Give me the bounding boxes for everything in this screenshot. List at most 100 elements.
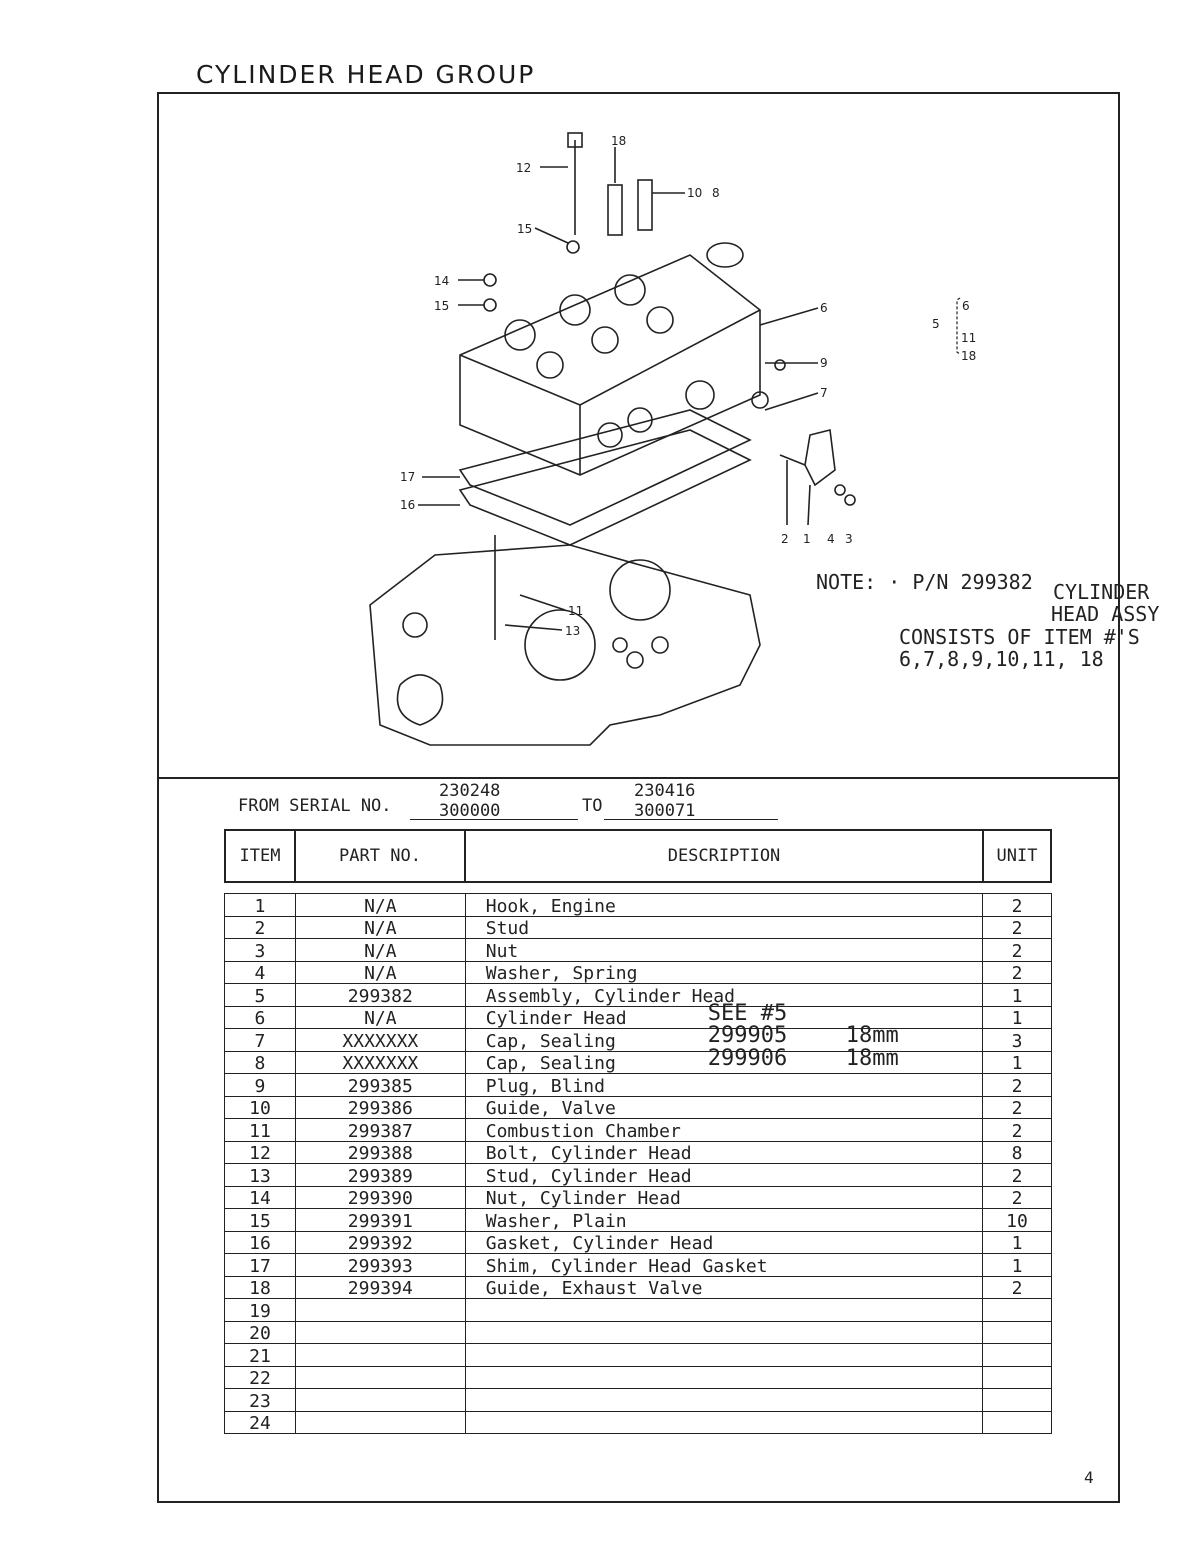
cell-unit: 2 bbox=[982, 915, 1052, 939]
cell-item: 23 bbox=[224, 1388, 296, 1412]
cell-part-no: 299386 bbox=[294, 1095, 466, 1119]
bracket-callout-6: 6 bbox=[962, 299, 970, 313]
cell-description-text: Plug, Blind bbox=[485, 1075, 605, 1097]
cell-unit-text: 2 bbox=[1011, 1120, 1023, 1142]
assembly-note-line4: 6,7,8,9,10,11, 18 bbox=[899, 647, 1104, 671]
serial-to-underline bbox=[604, 819, 778, 820]
cell-unit: 1 bbox=[982, 1230, 1052, 1254]
bracket-callout-5: 5 bbox=[932, 317, 940, 331]
cell-part-no: 299393 bbox=[294, 1253, 466, 1277]
cell-item-text: 6 bbox=[254, 1008, 266, 1029]
cell-unit: 2 bbox=[982, 1118, 1052, 1142]
cell-description: Nut bbox=[464, 938, 984, 962]
handwritten-size-note: 18mm bbox=[845, 1045, 899, 1071]
cell-description-text: Cylinder Head bbox=[485, 1008, 627, 1029]
cell-unit: 2 bbox=[982, 960, 1052, 984]
cell-part-no bbox=[294, 1410, 466, 1434]
cell-part-no-text: 299389 bbox=[347, 1165, 413, 1187]
cell-item-text: 12 bbox=[249, 1143, 271, 1164]
cell-part-no: N/A bbox=[294, 915, 466, 939]
cell-part-no bbox=[294, 1388, 466, 1412]
cell-description-text: Combustion Chamber bbox=[485, 1120, 681, 1142]
cell-item: 17 bbox=[224, 1253, 296, 1277]
cell-item-text: 23 bbox=[249, 1390, 271, 1412]
cell-unit: 1 bbox=[982, 983, 1052, 1007]
callout-7: 7 bbox=[820, 386, 828, 400]
cell-unit-text: 1 bbox=[1011, 1008, 1023, 1029]
cell-description bbox=[464, 1343, 984, 1367]
section-divider bbox=[157, 777, 1120, 779]
cell-part-no bbox=[294, 1298, 466, 1322]
cell-description bbox=[464, 1388, 984, 1412]
cell-unit-text: 2 bbox=[1011, 895, 1023, 917]
cell-description: Bolt, Cylinder Head bbox=[464, 1140, 984, 1164]
cell-part-no bbox=[294, 1365, 466, 1389]
cell-item: 12 bbox=[224, 1140, 296, 1164]
cell-part-no-text: 299393 bbox=[347, 1255, 413, 1277]
cell-item-text: 10 bbox=[249, 1098, 271, 1119]
cell-item-text: 15 bbox=[249, 1210, 271, 1232]
cell-description: Stud bbox=[464, 915, 984, 939]
cell-unit: 1 bbox=[982, 1050, 1052, 1074]
callout-15b: 15 bbox=[434, 299, 449, 313]
cell-item-text: 1 bbox=[254, 895, 266, 917]
cell-item: 20 bbox=[224, 1320, 296, 1344]
cell-unit bbox=[982, 1343, 1052, 1367]
cell-description-text: Cap, Sealing bbox=[485, 1053, 616, 1074]
serial-from-underline bbox=[410, 819, 578, 820]
cell-unit: 2 bbox=[982, 938, 1052, 962]
assembly-note-line2: HEAD ASSY bbox=[1051, 602, 1160, 626]
cell-unit bbox=[982, 1388, 1052, 1412]
table-row: 23 bbox=[224, 1388, 1052, 1412]
cell-unit-text: 8 bbox=[1011, 1143, 1023, 1164]
cell-unit-text: 2 bbox=[1011, 1165, 1023, 1187]
assembly-note-line1b: CYLINDER bbox=[1053, 580, 1150, 604]
cell-item: 10 bbox=[224, 1095, 296, 1119]
cell-description: Plug, Blind bbox=[464, 1073, 984, 1097]
cell-item-text: 3 bbox=[254, 940, 266, 962]
table-row: 20 bbox=[224, 1320, 1052, 1344]
cell-description: Gasket, Cylinder Head bbox=[464, 1230, 984, 1254]
cell-description: Washer, Spring bbox=[464, 960, 984, 984]
handwritten-size-note: 18mm bbox=[845, 1023, 899, 1048]
exploded-view-diagram: 12 18 10 8 15 14 15 6 9 7 17 16 2 1 4 3 … bbox=[369, 132, 856, 746]
cell-unit: 2 bbox=[982, 1163, 1052, 1187]
cell-part-no-text: 299387 bbox=[347, 1120, 413, 1142]
cell-item-text: 11 bbox=[249, 1120, 271, 1142]
callout-16: 16 bbox=[400, 498, 415, 512]
cell-part-no-text: N/A bbox=[364, 940, 397, 962]
page-number: 4 bbox=[1084, 1468, 1094, 1487]
cell-unit-text: 3 bbox=[1011, 1030, 1023, 1052]
cell-description-text: Cap, Sealing bbox=[485, 1030, 616, 1052]
callout-17: 17 bbox=[400, 470, 415, 484]
cell-item-text: 16 bbox=[249, 1233, 271, 1254]
callout-15: 15 bbox=[517, 222, 532, 236]
cell-part-no: N/A bbox=[294, 938, 466, 962]
guide-18 bbox=[607, 184, 623, 236]
cell-item-text: 4 bbox=[254, 963, 266, 984]
cell-part-no-text: 299390 bbox=[347, 1188, 413, 1209]
handwritten-note: SEE #5 bbox=[707, 1000, 788, 1026]
cell-description-text: Assembly, Cylinder Head bbox=[485, 985, 735, 1007]
callout-4: 4 bbox=[827, 532, 835, 546]
cell-part-no: N/A bbox=[294, 960, 466, 984]
callout-2: 2 bbox=[781, 532, 789, 546]
cell-description-text: Guide, Exhaust Valve bbox=[485, 1278, 703, 1299]
cell-part-no-text: 299391 bbox=[347, 1210, 413, 1232]
gasket-16 bbox=[458, 429, 752, 546]
cell-item: 9 bbox=[224, 1073, 296, 1097]
cell-item-text: 9 bbox=[254, 1075, 266, 1097]
cell-item: 14 bbox=[224, 1185, 296, 1209]
cell-item-text: 14 bbox=[249, 1188, 271, 1209]
cell-unit: 3 bbox=[982, 1028, 1052, 1052]
header-part-no: PART NO. bbox=[296, 831, 466, 881]
cell-item-text: 19 bbox=[249, 1300, 271, 1322]
